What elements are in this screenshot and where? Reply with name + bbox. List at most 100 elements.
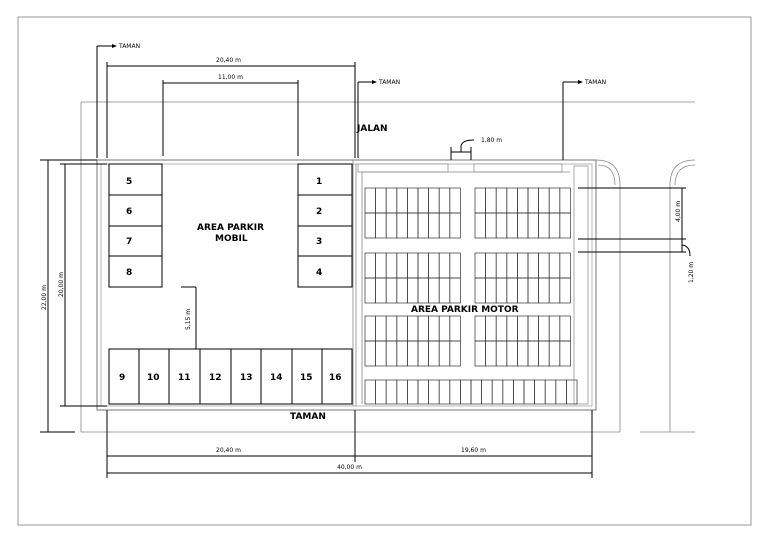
- motor-slot: [460, 379, 472, 405]
- car-slot-label: 1: [316, 177, 322, 187]
- dim-5-15: 5,15 m: [181, 286, 197, 349]
- motor-slot: [485, 315, 497, 342]
- area-mobil-subtitle: MOBIL: [215, 234, 248, 244]
- car-slot-label: 7: [126, 237, 132, 247]
- motor-slot: [485, 212, 497, 239]
- motor-slot: [375, 187, 387, 214]
- motor-slot: [559, 315, 571, 342]
- motor-slot: [538, 340, 550, 367]
- motor-slot: [428, 277, 440, 304]
- motor-slot: [375, 277, 387, 304]
- motor-slot: [407, 212, 419, 239]
- sheet-border: [17, 16, 752, 526]
- motor-slot: [495, 252, 508, 279]
- area-motor-title: AREA PARKIR MOTOR: [411, 305, 519, 315]
- motor-slot: [407, 252, 419, 279]
- motor-slot: [506, 252, 518, 279]
- motor-slot: [502, 379, 514, 405]
- motor-slot: [385, 187, 398, 214]
- motor-slot: [438, 277, 451, 304]
- motor-slot: [523, 379, 535, 405]
- motor-slot: [364, 277, 376, 304]
- car-slot-label: 15: [300, 373, 313, 383]
- motor-slot: [559, 277, 571, 304]
- dim-top-inner: 11,00 m: [162, 74, 299, 156]
- motor-slot: [417, 212, 429, 239]
- motor-slot: [364, 379, 376, 405]
- motor-slot: [396, 252, 408, 279]
- motor-slot: [506, 315, 518, 342]
- motor-slot: [481, 379, 493, 405]
- motor-slot: [474, 212, 486, 239]
- motor-slot: [495, 212, 508, 239]
- car-slot-label: 16: [329, 373, 342, 383]
- motor-slot: [417, 252, 429, 279]
- dim-gate: 1,80 m: [450, 137, 502, 160]
- motor-slot: [470, 379, 482, 405]
- motor-slot: [548, 315, 561, 342]
- motor-slot: [375, 379, 387, 405]
- dim-bottom: 20,40 m 19,60 m 40,00 m: [106, 410, 593, 478]
- taman-label: TAMAN: [378, 79, 400, 86]
- motor-slot: [555, 379, 567, 405]
- motor-slot: [449, 187, 461, 214]
- motor-slot: [428, 340, 440, 367]
- motor-slot: [438, 212, 451, 239]
- motor-slot: [485, 187, 497, 214]
- motor-slot: [385, 340, 398, 367]
- motor-slot: [559, 252, 571, 279]
- motor-slot: [428, 315, 440, 342]
- motor-slot: [566, 379, 578, 405]
- motor-slot: [438, 315, 451, 342]
- road-label: JALAN: [356, 124, 388, 134]
- site-boundary: [96, 159, 597, 411]
- dim-label: 19,60 m: [461, 447, 486, 454]
- motor-slot: [428, 212, 440, 239]
- car-slot-label: 12: [209, 373, 222, 383]
- motor-slot: [506, 187, 518, 214]
- motor-slot: [449, 277, 461, 304]
- motor-slot: [517, 277, 529, 304]
- motor-slot: [538, 187, 550, 214]
- motor-slot: [538, 277, 550, 304]
- motor-slot: [559, 187, 571, 214]
- motor-slot: [485, 277, 497, 304]
- motor-slot: [417, 187, 429, 214]
- motor-slot: [513, 379, 525, 405]
- car-slot-label: 8: [126, 268, 132, 278]
- car-slot-label: 14: [270, 373, 283, 383]
- motor-slot: [385, 315, 398, 342]
- motor-slot: [364, 187, 376, 214]
- dim-label: 11,00 m: [218, 74, 243, 81]
- dim-label: 5,15 m: [185, 309, 192, 330]
- motor-slot: [527, 212, 539, 239]
- motor-slot: [428, 252, 440, 279]
- dim-label: 20,00 m: [58, 272, 65, 297]
- dim-label: 4,00 m: [675, 201, 682, 222]
- motor-slot: [517, 340, 529, 367]
- motor-slot: [396, 277, 408, 304]
- motor-slot: [506, 212, 518, 239]
- motor-slot: [449, 212, 461, 239]
- motor-slot: [474, 315, 486, 342]
- motor-slot: [417, 379, 429, 405]
- dim-label: 22,00 m: [41, 285, 48, 310]
- motor-slot: [517, 187, 529, 214]
- motor-slot: [495, 277, 508, 304]
- dim-label: 20,40 m: [216, 57, 241, 64]
- motor-slot: [538, 315, 550, 342]
- motor-slot: [364, 212, 376, 239]
- motor-slot: [385, 379, 398, 405]
- motor-slot: [396, 379, 408, 405]
- motor-slot: [544, 379, 557, 405]
- motor-slot-grid: [364, 187, 578, 405]
- motor-slot: [495, 315, 508, 342]
- motor-slot: [407, 315, 419, 342]
- motor-slot: [548, 252, 561, 279]
- motor-slot: [495, 187, 508, 214]
- motor-slot: [548, 340, 561, 367]
- motor-slot: [364, 340, 376, 367]
- leader-taman-mid: TAMAN: [357, 79, 400, 158]
- motor-slot: [517, 252, 529, 279]
